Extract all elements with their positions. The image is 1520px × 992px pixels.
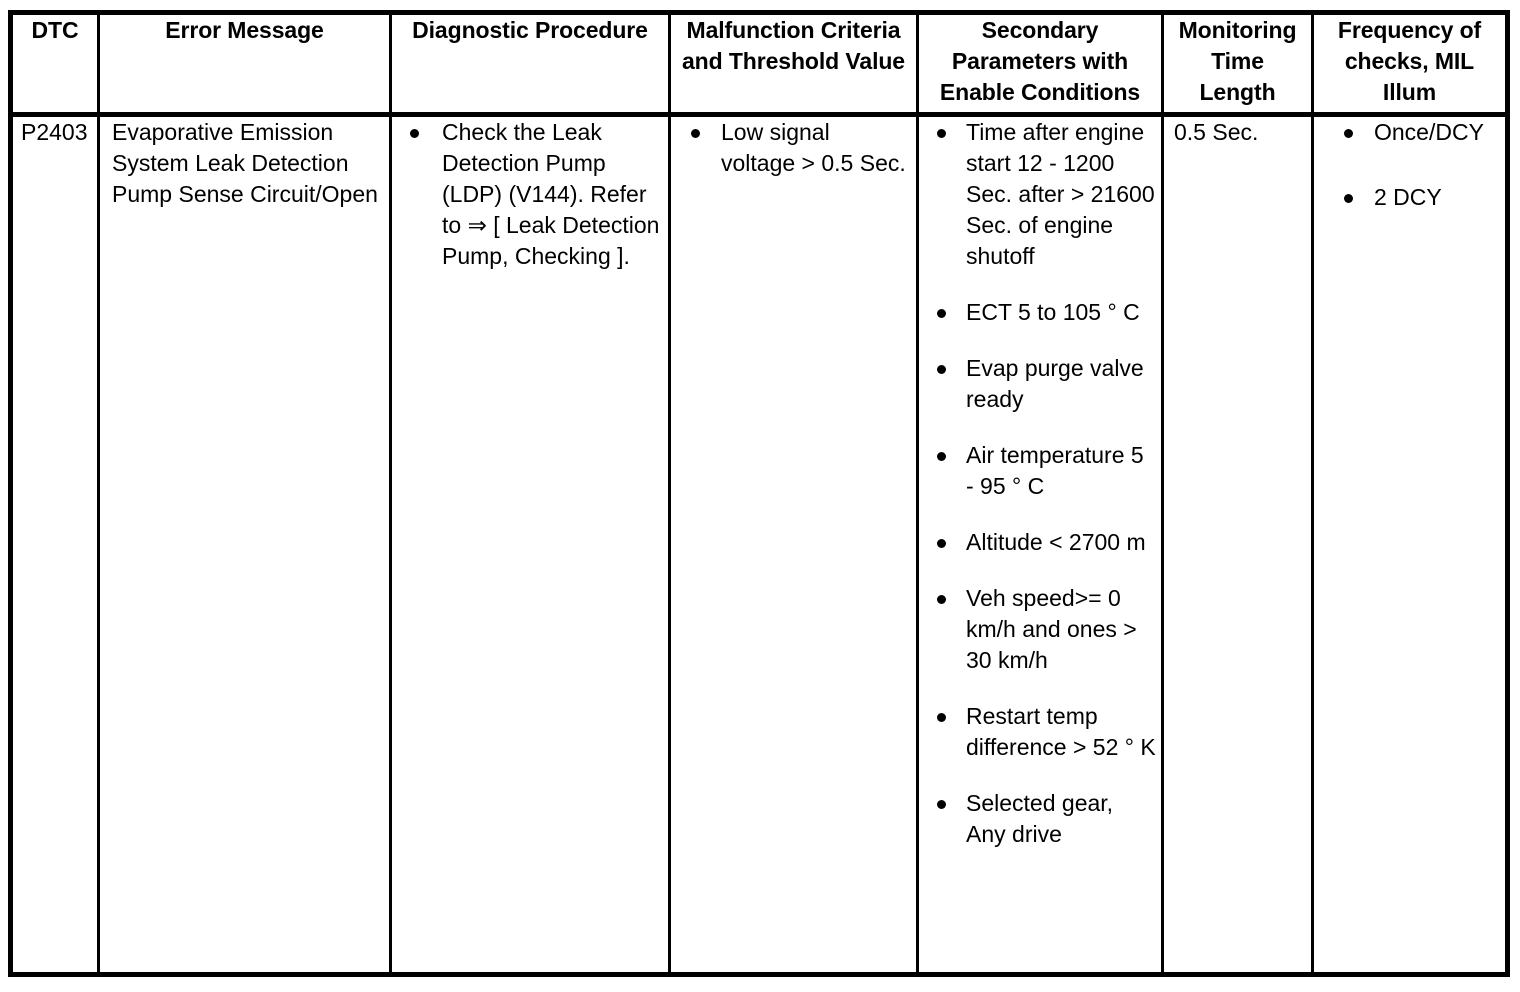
table-body: P2403 Evaporative Emission System Leak D… [9, 114, 1509, 975]
list-item: Selected gear, Any drive [929, 788, 1157, 850]
column-header-diagnostic-procedure: Diagnostic Procedure [389, 12, 671, 117]
table-row: P2403 Evaporative Emission System Leak D… [9, 114, 1509, 975]
column-header-dtc: DTC [9, 12, 100, 117]
malfunction-criteria-wrapper: Low signal voltage > 0.5 Sec. [671, 117, 916, 179]
list-item-label: Veh speed>= 0 km/h and ones > 30 km/h [966, 585, 1137, 673]
secondary-parameters-list: Time after engine start 12 - 1200 Sec. a… [929, 117, 1157, 850]
list-item: Restart temp difference > 52 ° K [929, 701, 1157, 763]
column-header-error-message-label: Error Message [165, 17, 324, 43]
column-header-frequency-of-checks: Frequency of checks, MIL Illum [1311, 12, 1509, 117]
bullet-icon [937, 713, 946, 722]
monitoring-time-length-value: 0.5 Sec. [1174, 119, 1259, 145]
diagnostic-procedure-list: Check the Leak Detection Pump (LDP) (V14… [402, 117, 660, 272]
column-header-secondary-parameters-label: Secondary Parameters with Enable Conditi… [939, 17, 1141, 105]
diagnostic-procedure-wrapper: Check the Leak Detection Pump (LDP) (V14… [392, 117, 668, 272]
list-item: 2 DCY [1336, 182, 1499, 213]
list-item: Low signal voltage > 0.5 Sec. [683, 117, 908, 179]
bullet-icon [937, 452, 946, 461]
list-item: Time after engine start 12 - 1200 Sec. a… [929, 117, 1157, 272]
cell-malfunction-criteria: Low signal voltage > 0.5 Sec. [668, 114, 919, 975]
list-item: Air temperature 5 - 95 ° C [929, 440, 1157, 502]
bullet-icon [937, 129, 946, 138]
list-item: Altitude < 2700 m [929, 527, 1157, 558]
cell-monitoring-time-length: 0.5 Sec. [1161, 114, 1314, 975]
header-row: DTC Error Message Diagnostic Procedure M… [9, 12, 1509, 117]
dtc-diagnostic-table: DTC Error Message Diagnostic Procedure M… [8, 10, 1510, 977]
list-item: Once/DCY [1336, 117, 1499, 148]
secondary-parameters-wrapper: Time after engine start 12 - 1200 Sec. a… [919, 117, 1161, 850]
cell-diagnostic-procedure: Check the Leak Detection Pump (LDP) (V14… [389, 114, 671, 975]
bullet-icon [937, 309, 946, 318]
column-header-malfunction-criteria: Malfunction Criteria and Threshold Value [668, 12, 919, 117]
list-item-label: Evap purge valve ready [966, 355, 1144, 412]
bullet-icon [937, 595, 946, 604]
list-item-label: 2 DCY [1374, 184, 1442, 210]
cell-frequency-of-checks: Once/DCY 2 DCY [1311, 114, 1509, 975]
list-item-label: Altitude < 2700 m [966, 529, 1146, 555]
list-item-label: Once/DCY [1374, 119, 1484, 145]
list-item-label: Time after engine start 12 - 1200 Sec. a… [966, 119, 1155, 269]
bullet-icon [937, 365, 946, 374]
cell-error-message: Evaporative Emission System Leak Detecti… [97, 114, 392, 975]
cell-dtc-code: P2403 [9, 114, 100, 975]
list-item-label: Check the Leak Detection Pump (LDP) (V14… [442, 119, 660, 269]
bullet-icon [1344, 129, 1353, 138]
column-header-malfunction-criteria-label: Malfunction Criteria and Threshold Value [681, 17, 906, 74]
bullet-icon [937, 800, 946, 809]
list-item: Veh speed>= 0 km/h and ones > 30 km/h [929, 583, 1157, 676]
list-item: Evap purge valve ready [929, 353, 1157, 415]
bullet-icon [937, 539, 946, 548]
column-header-dtc-label: DTC [31, 17, 79, 43]
column-header-frequency-of-checks-label: Frequency of checks, MIL Illum [1337, 17, 1482, 105]
list-item-label: Selected gear, Any drive [966, 790, 1114, 847]
bullet-icon [1344, 194, 1353, 203]
malfunction-criteria-list: Low signal voltage > 0.5 Sec. [683, 117, 908, 179]
frequency-of-checks-wrapper: Once/DCY 2 DCY [1314, 117, 1505, 213]
dtc-code-value: P2403 [21, 119, 88, 145]
cell-secondary-parameters: Time after engine start 12 - 1200 Sec. a… [916, 114, 1164, 975]
list-item-label: Restart temp difference > 52 ° K [966, 703, 1156, 760]
error-message-value: Evaporative Emission System Leak Detecti… [112, 119, 378, 207]
list-item-label: Air temperature 5 - 95 ° C [966, 442, 1144, 499]
list-item: ECT 5 to 105 ° C [929, 297, 1157, 328]
column-header-monitoring-time-length: Monitoring Time Length [1161, 12, 1314, 117]
list-item-label: Low signal voltage > 0.5 Sec. [721, 119, 906, 176]
column-header-monitoring-time-length-label: Monitoring Time Length [1178, 17, 1297, 105]
frequency-of-checks-list: Once/DCY 2 DCY [1336, 117, 1499, 213]
column-header-error-message: Error Message [97, 12, 392, 117]
column-header-diagnostic-procedure-label: Diagnostic Procedure [412, 17, 648, 43]
bullet-icon [691, 129, 700, 138]
table-header: DTC Error Message Diagnostic Procedure M… [9, 12, 1509, 117]
column-header-secondary-parameters: Secondary Parameters with Enable Conditi… [916, 12, 1164, 117]
bullet-icon [410, 129, 419, 138]
list-item: Check the Leak Detection Pump (LDP) (V14… [402, 117, 660, 272]
list-item-label: ECT 5 to 105 ° C [966, 299, 1140, 325]
